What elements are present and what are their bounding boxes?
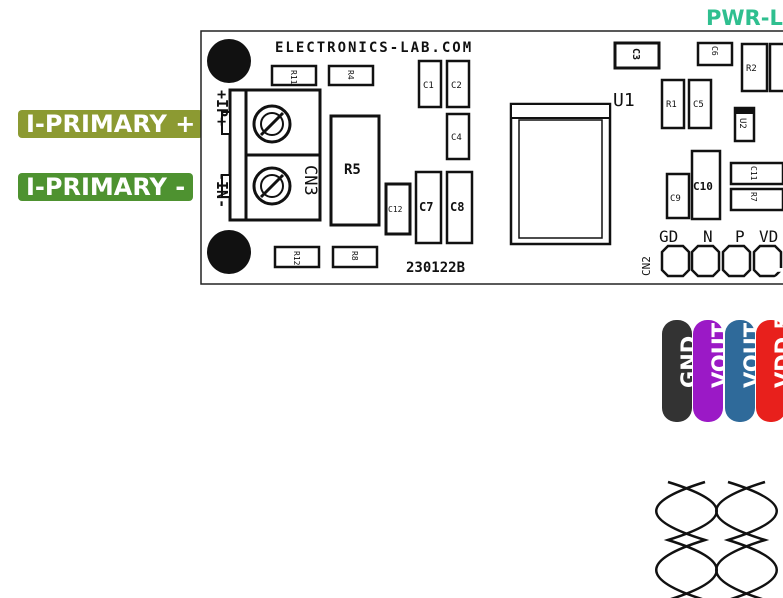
c4-text: C4 [451, 133, 462, 143]
i-primary-minus-label: I-PRIMARY - [18, 173, 194, 201]
c10-text: C10 [693, 180, 713, 193]
r5-outline [329, 114, 381, 227]
wire-gnd: GND [662, 320, 701, 422]
r12-text: R12 [292, 251, 301, 266]
terminal-block-cn3 [221, 88, 322, 222]
cn2-text: CN2 [640, 256, 653, 276]
brand-text: ELECTRONICS-LAB.COM [275, 40, 473, 56]
mounting-hole-top [207, 39, 251, 83]
r7-text: R7 [749, 192, 758, 202]
i-primary-plus-label: I-PRIMARY + [18, 110, 204, 138]
c7-text: C7 [419, 200, 433, 214]
u1-package [509, 102, 612, 246]
r1-text: R1 [666, 100, 677, 110]
ip-plus-text: +IP+ [213, 90, 231, 126]
pin-label-n: N [703, 227, 713, 246]
c5-text: C5 [693, 100, 704, 110]
c11-text: C11 [749, 166, 758, 181]
mounting-hole-bottom [207, 230, 251, 274]
c1-text: C1 [423, 81, 434, 91]
r5-text: R5 [344, 162, 361, 178]
pin-label-gd: GD [659, 227, 678, 246]
pwr-led-label: PWR-L [706, 6, 783, 30]
wire-vdd-label: VDD 5V IN [771, 266, 783, 388]
u2-text: U2 [737, 118, 747, 129]
c3-text: C3 [630, 48, 641, 60]
cn2-header-pins [660, 244, 783, 278]
c6-text: C6 [710, 46, 719, 56]
r8-text: R8 [350, 251, 359, 261]
c2-text: C2 [451, 81, 462, 91]
wire-vout-n: VOUT-N [693, 300, 732, 422]
r2-text: R2 [746, 64, 757, 74]
c12-text: C12 [388, 205, 403, 214]
board-code-text: 230122B [406, 260, 465, 276]
wire-vdd: VDD 5V IN [756, 266, 783, 422]
pin-label-p: P [735, 227, 745, 246]
r4-text: R4 [346, 70, 355, 80]
u1-text: U1 [613, 90, 635, 111]
c8-text: C8 [450, 200, 464, 214]
c9-text: C9 [670, 194, 681, 204]
wire-squiggles [655, 480, 778, 598]
ip-minus-text: -IN- [213, 172, 231, 208]
cn3-text: CN3 [300, 165, 320, 196]
r11-text: R11 [289, 70, 298, 85]
pin-label-vd: VD [759, 227, 778, 246]
wire-vout-p: VOUT-P [725, 302, 764, 422]
